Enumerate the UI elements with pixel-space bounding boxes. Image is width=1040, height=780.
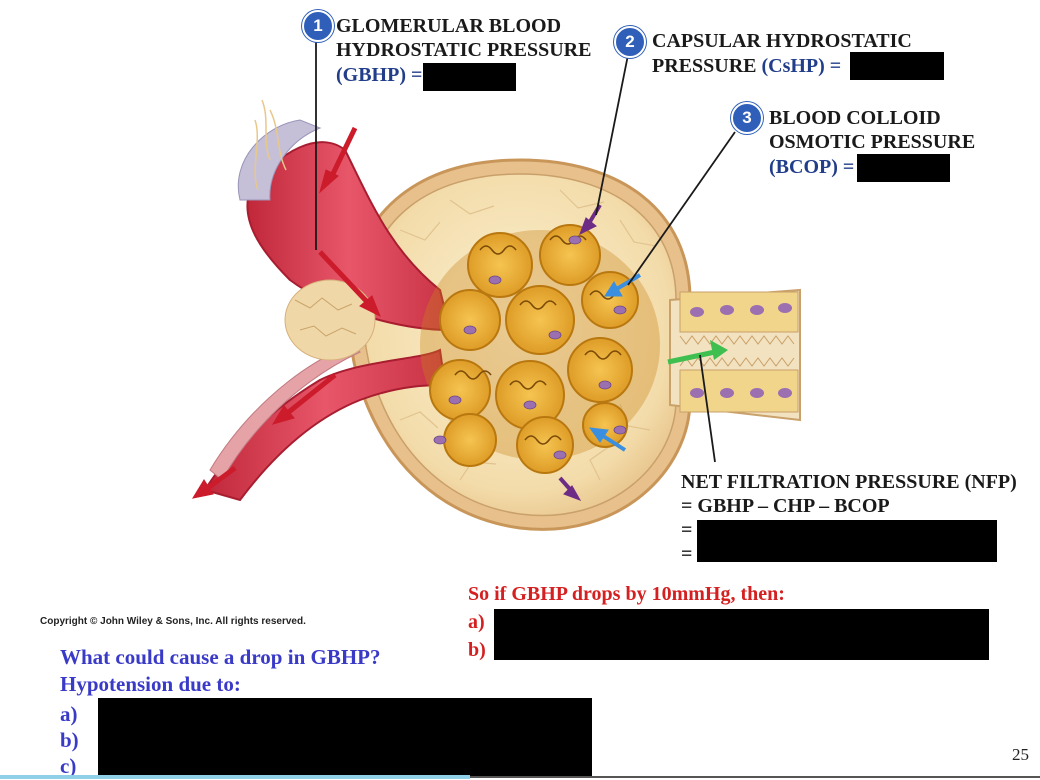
bcop-label-line2: OSMOTIC PRESSURE [769, 131, 976, 153]
question-redacted-answer [98, 698, 592, 776]
juxtaglomerular-cells [284, 279, 376, 361]
question-c: c) [60, 754, 77, 778]
nfp-formula: = GBHP – CHP – BCOP [681, 495, 890, 517]
filtrate-flow-arrow [667, 340, 728, 365]
scenario-heading: So if GBHP drops by 10mmHg, then: [468, 583, 785, 605]
scenario-redacted-answer [494, 609, 989, 660]
leader-line-bcop [627, 131, 736, 286]
scenario-b: b) [468, 639, 486, 661]
colloid-pressure-arrows [588, 273, 642, 452]
cshp-label-line1: CAPSULAR HYDROSTATIC [652, 30, 912, 52]
blood-flow-arrows [191, 126, 381, 499]
badge-1: 1 [302, 10, 334, 42]
nfp-eq-line4: = [681, 543, 693, 565]
page-number: 25 [1012, 745, 1029, 764]
bcop-redacted-value [857, 154, 950, 182]
badge-2: 2 [614, 26, 646, 58]
afferent-arteriole [237, 119, 452, 332]
bcop-label-line1: BLOOD COLLOID [769, 107, 941, 129]
bottom-accent-bar [0, 775, 470, 779]
gbhp-label-line1: GLOMERULAR BLOOD [336, 15, 562, 37]
scenario-a: a) [468, 611, 485, 633]
badge-3: 3 [731, 102, 763, 134]
question-b: b) [60, 728, 79, 752]
question-a: a) [60, 702, 78, 726]
question-line2: Hypotension due to: [60, 672, 241, 696]
leader-line-cshp [595, 54, 629, 216]
gbhp-redacted-value [423, 63, 516, 91]
nfp-redacted-value [697, 520, 997, 562]
gbhp-abbr: (GBHP) = [336, 64, 423, 86]
leader-line-nfp [699, 354, 716, 463]
cshp-label-line2: PRESSURE (CsHP) = [652, 54, 841, 78]
bottom-divider [470, 776, 1040, 778]
copyright-notice: Copyright © John Wiley & Sons, Inc. All … [40, 616, 306, 627]
question-line1: What could cause a drop in GBHP? [60, 645, 381, 669]
nfp-eq-line3: = [681, 519, 693, 541]
cshp-pressure-word: PRESSURE [652, 55, 757, 77]
nfp-label-line1: NET FILTRATION PRESSURE (NFP) [681, 471, 1017, 493]
proximal-tubule [669, 288, 801, 422]
nerve-fibers [254, 99, 287, 191]
cshp-abbr: (CsHP) = [761, 55, 842, 77]
cshp-redacted-value [850, 52, 944, 80]
gbhp-label-line2: HYDROSTATIC PRESSURE [336, 39, 592, 61]
bcop-abbr: (BCOP) = [769, 156, 855, 178]
glomerulus [420, 224, 660, 474]
